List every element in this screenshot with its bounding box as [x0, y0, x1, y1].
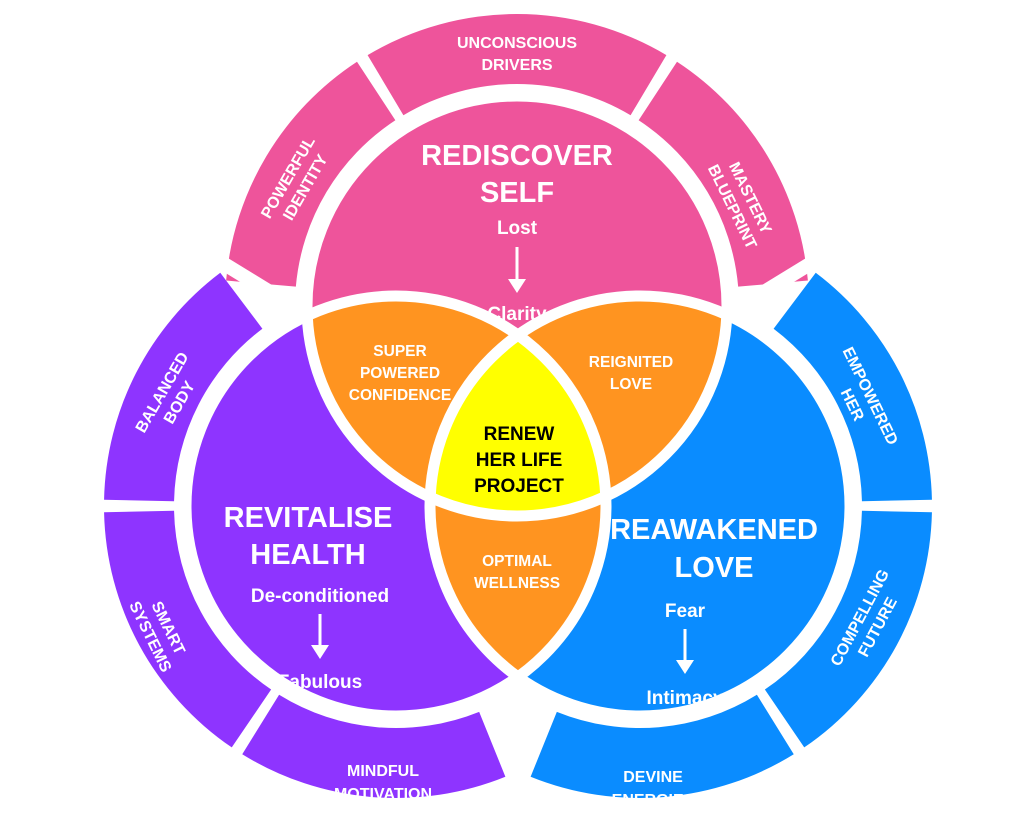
arrow-down-icon: [311, 614, 329, 659]
svg-text:DRIVERS: DRIVERS: [481, 57, 552, 74]
ring-segment-left-3: [104, 272, 263, 502]
to-state: Fabulous: [278, 672, 362, 693]
overlap-center: [430, 296, 606, 516]
overlap-top-right-label: LOVE: [610, 376, 652, 393]
center-label: HER LIFE: [476, 450, 563, 471]
arrow-down-icon: [676, 629, 694, 674]
overlap-top-left-label: CONFIDENCE: [349, 387, 451, 404]
ring-segment-label: UNCONSCIOUS DRIVERS: [457, 35, 577, 74]
overlap-left-right-label: OPTIMAL: [482, 553, 552, 570]
arrow-down-icon: [508, 247, 526, 293]
ring-segment-left-1: [242, 694, 506, 798]
svg-text:MINDFUL: MINDFUL: [347, 763, 419, 780]
svg-text:UNCONSCIOUS: UNCONSCIOUS: [457, 35, 577, 52]
circle-title-line: REVITALISE: [224, 502, 393, 534]
overlap-top-right-label: REIGNITED: [589, 354, 673, 371]
circle-title-line: LOVE: [675, 552, 754, 584]
ring-segment-label: DEVINE ENERGIES: [612, 769, 695, 809]
ring-segment-top-1: [226, 61, 396, 287]
ring-segment-right-1: [773, 272, 932, 502]
center-label: PROJECT: [474, 476, 564, 497]
overlap-top-left-label: SUPER: [373, 343, 426, 360]
ring-segment-left-2: [104, 510, 272, 748]
overlap-labels: SUPER POWERED CONFIDENCE REIGNITED LOVE …: [349, 343, 673, 592]
outline-right: [424, 290, 856, 722]
circle-title-line: REAWAKENED: [610, 514, 818, 546]
center-label: RENEW: [484, 424, 555, 445]
circle-title-line: REDISCOVER: [421, 140, 613, 172]
revitalise-health-content: REVITALISE HEALTH De-conditioned Fabulou…: [224, 502, 393, 693]
ring-segment-label: MINDFUL MOTIVATION: [334, 763, 432, 803]
ring-segment-top-3: [638, 61, 808, 287]
ring-segment-right-2: [764, 510, 932, 748]
to-state: Intimacy: [646, 688, 724, 709]
reawakened-love-content: REAWAKENED LOVE Fear Intimacy: [610, 514, 818, 709]
circle-title-line: HEALTH: [250, 539, 365, 571]
from-state: Fear: [665, 601, 706, 622]
overlap-top-left-label: POWERED: [360, 365, 440, 382]
circle-outlines: [180, 90, 856, 722]
from-state: Lost: [497, 218, 538, 239]
outline-top: [301, 90, 733, 522]
overlap-left-right-label: WELLNESS: [474, 575, 560, 592]
to-state: Clarity: [487, 304, 547, 325]
circle-title-line: SELF: [480, 177, 554, 209]
ring-segment-top-2: [367, 14, 667, 116]
rediscover-self-content: REDISCOVER SELF Lost Clarity: [421, 140, 613, 325]
outline-left: [180, 290, 612, 722]
ring-segment-right-3: [530, 694, 794, 798]
from-state: De-conditioned: [251, 586, 389, 607]
svg-text:ENERGIES: ENERGIES: [612, 792, 695, 809]
svg-text:MOTIVATION: MOTIVATION: [334, 786, 432, 803]
svg-text:DEVINE: DEVINE: [623, 769, 683, 786]
